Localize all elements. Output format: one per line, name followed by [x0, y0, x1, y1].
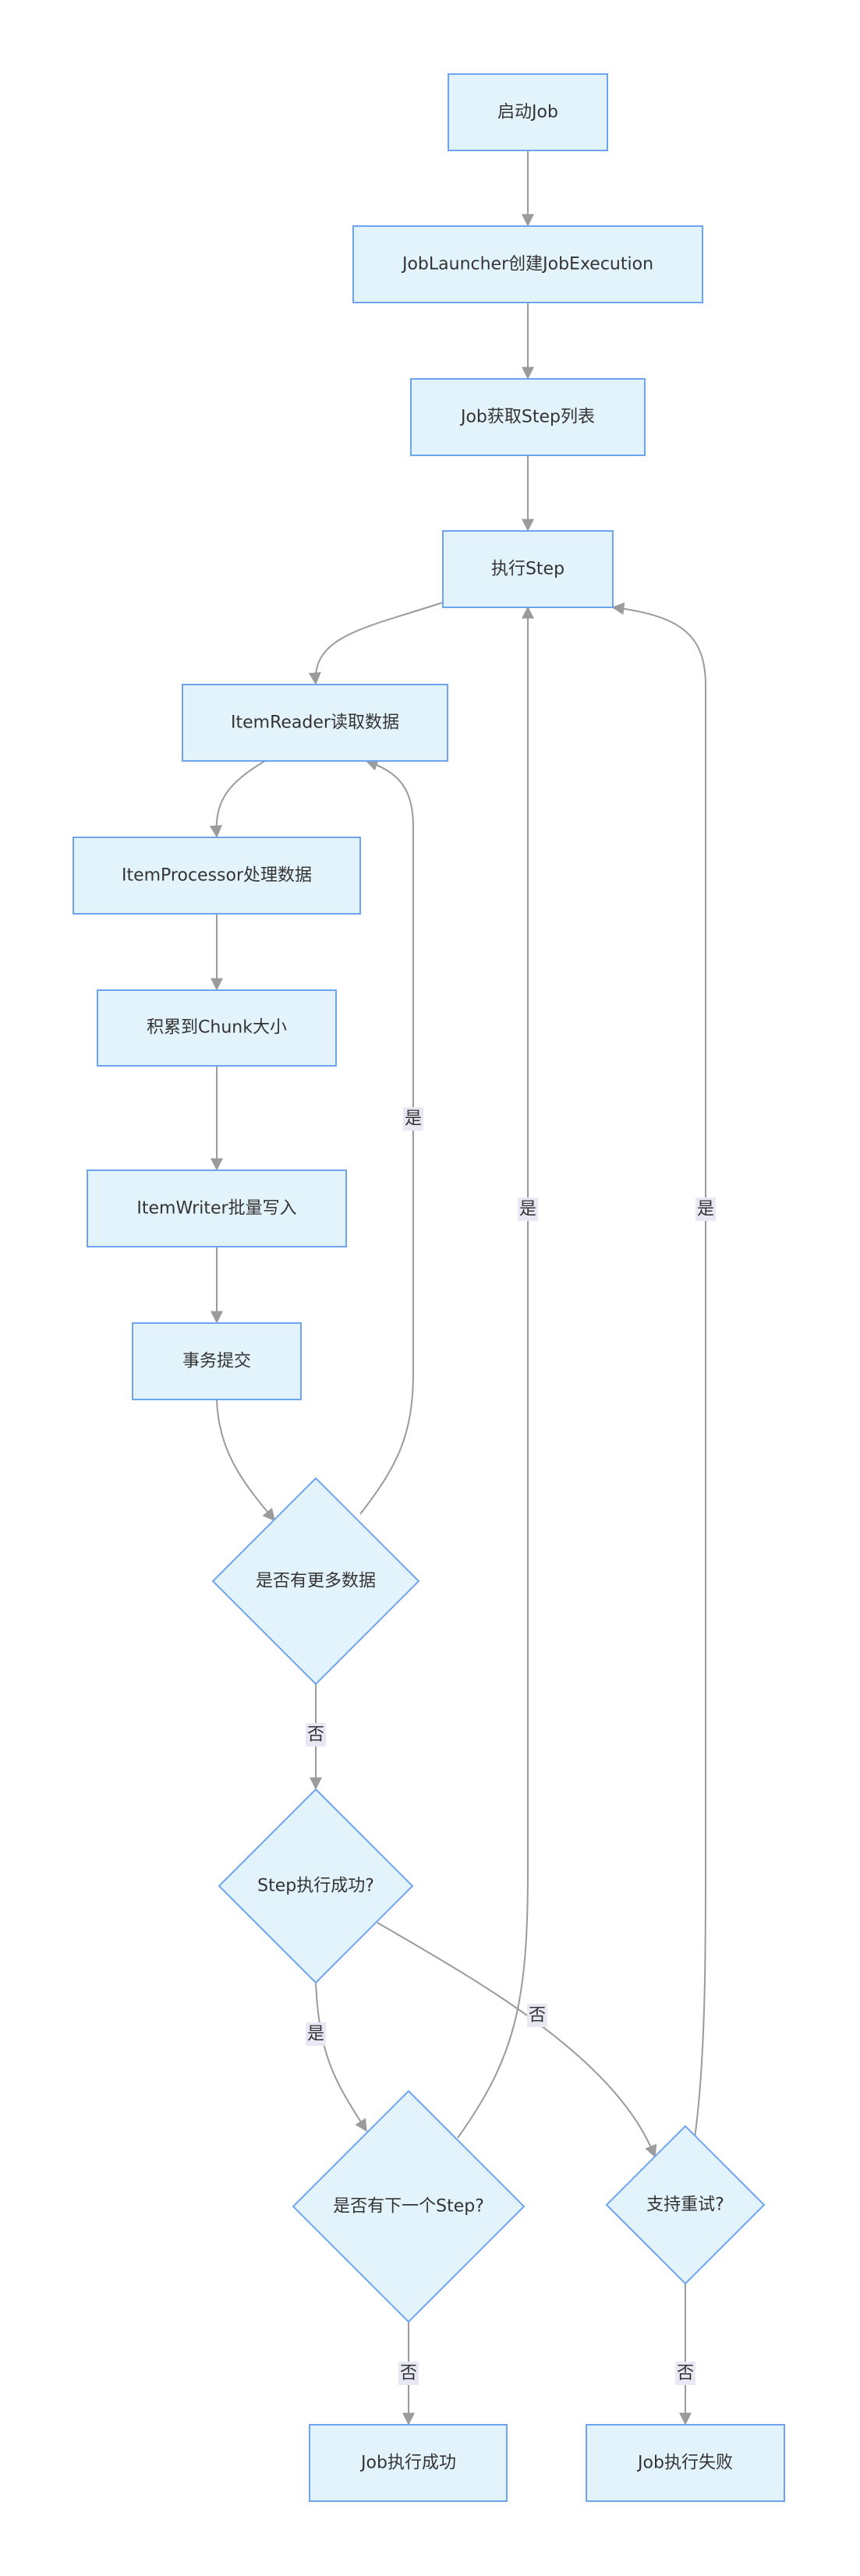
svg-text:执行Step: 执行Step	[491, 560, 564, 579]
edge-moredata-reader-yes	[359, 759, 414, 1515]
node-next-step: 是否有下一个Step?	[292, 2089, 526, 2323]
edge-label-retry-yes: 是	[695, 1198, 716, 1221]
svg-text:ItemProcessor处理数据: ItemProcessor处理数据	[122, 866, 312, 886]
node-step-ok: Step执行成功?	[218, 1788, 414, 1984]
svg-text:Job执行成功: Job执行成功	[359, 2454, 456, 2473]
svg-text:否: 否	[677, 2364, 694, 2383]
svg-text:事务提交: 事务提交	[182, 1352, 251, 1371]
node-commit: 事务提交	[132, 1322, 302, 1400]
edge-label-retry-no: 否	[675, 2362, 695, 2385]
svg-text:Step执行成功?: Step执行成功?	[257, 1877, 374, 1896]
edge-label-ok-no: 否	[527, 2004, 547, 2027]
svg-text:启动Job: 启动Job	[497, 103, 558, 122]
node-chunk: 积累到Chunk大小	[97, 989, 337, 1067]
node-reader: ItemReader读取数据	[182, 684, 448, 762]
edge-reader-processor	[210, 760, 266, 838]
edge-nextstep-execstep-yes	[457, 606, 534, 2139]
edge-label-ok-yes: 是	[306, 2022, 326, 2046]
node-exec-step: 执行Step	[442, 530, 614, 608]
svg-text:否: 否	[529, 2006, 546, 2026]
svg-text:Job获取Step列表: Job获取Step列表	[459, 408, 595, 427]
svg-text:是: 是	[697, 1200, 714, 1219]
svg-text:ItemWriter批量写入: ItemWriter批量写入	[136, 1199, 296, 1219]
edge-labels: 是 否 是 否 是 否 是 否	[306, 1107, 716, 2385]
node-get-steps: Job获取Step列表	[410, 378, 646, 456]
svg-text:否: 否	[400, 2364, 417, 2383]
svg-text:是: 是	[307, 2025, 324, 2044]
edge-label-next-yes: 是	[518, 1198, 538, 1221]
node-start: 启动Job	[448, 73, 608, 151]
svg-text:积累到Chunk大小: 积累到Chunk大小	[147, 1018, 287, 1038]
svg-text:是否有更多数据: 是否有更多数据	[256, 1572, 376, 1591]
svg-text:ItemReader读取数据: ItemReader读取数据	[231, 713, 399, 733]
node-processor: ItemProcessor处理数据	[73, 837, 361, 915]
edge-label-more-yes: 是	[403, 1107, 423, 1131]
node-retry: 支持重试?	[605, 2125, 766, 2285]
edge-stepok-nextstep-yes	[315, 1983, 367, 2132]
svg-text:是: 是	[405, 1109, 422, 1129]
edge-label-next-no: 否	[398, 2362, 419, 2385]
svg-text:Job执行失败: Job执行失败	[636, 2454, 733, 2473]
svg-text:JobLauncher创建JobExecution: JobLauncher创建JobExecution	[401, 255, 653, 274]
edge-commit-moredata	[216, 1399, 276, 1522]
edge-retry-execstep-yes	[611, 602, 706, 2139]
edge-execstep-reader	[308, 602, 443, 685]
node-writer: ItemWriter批量写入	[87, 1169, 347, 1247]
node-launcher: JobLauncher创建JobExecution	[352, 225, 703, 303]
svg-text:支持重试?: 支持重试?	[646, 2196, 724, 2215]
node-job-ok: Job执行成功	[309, 2424, 508, 2502]
nodes: 启动Job JobLauncher创建JobExecution Job获取Ste…	[73, 73, 785, 2502]
svg-text:是否有下一个Step?: 是否有下一个Step?	[333, 2197, 484, 2217]
edges	[210, 150, 706, 2426]
edge-label-more-no: 否	[306, 1723, 326, 1746]
node-job-fail: Job执行失败	[586, 2424, 785, 2502]
svg-text:是: 是	[519, 1200, 536, 1219]
svg-text:否: 否	[307, 1725, 324, 1745]
node-more-data: 是否有更多数据	[211, 1477, 420, 1686]
